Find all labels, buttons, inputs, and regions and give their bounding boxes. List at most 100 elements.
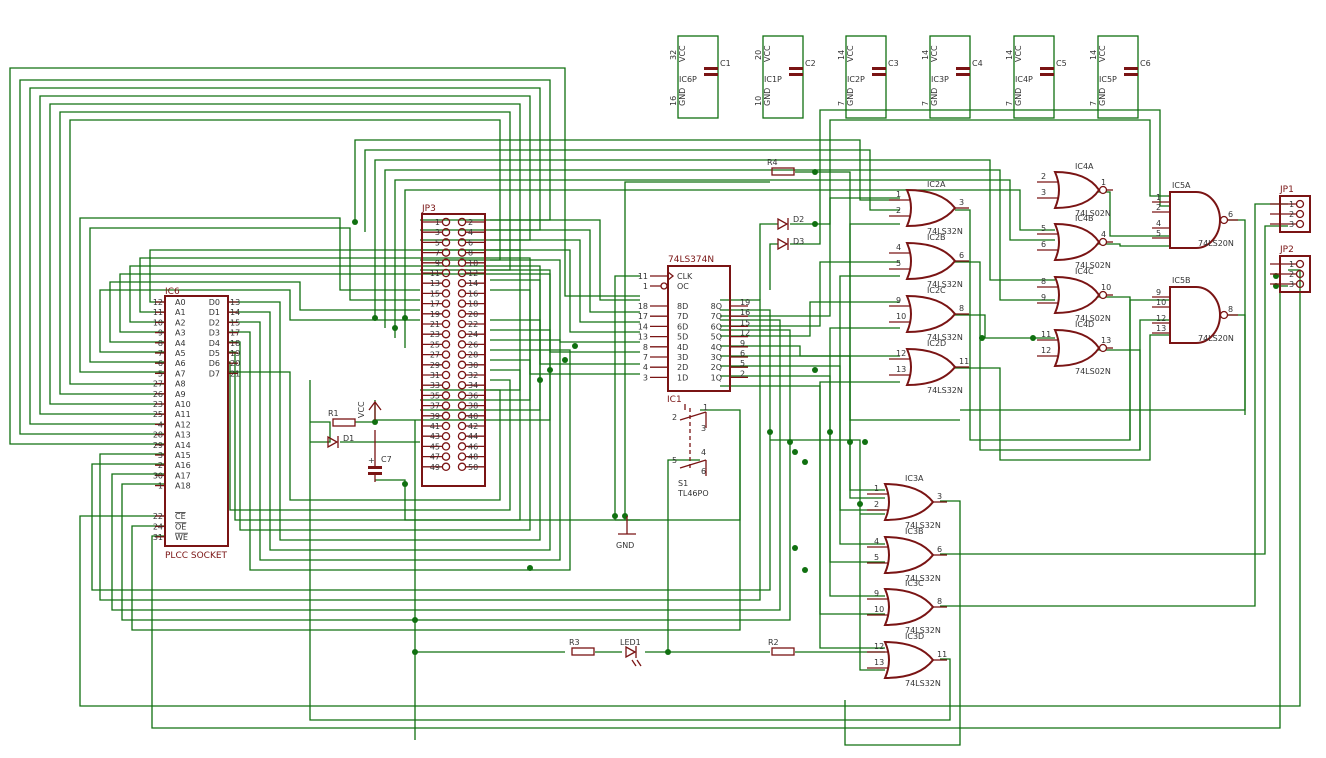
plcc-pin-name: CE [175,512,186,521]
plcc-pin-number: 3 [158,451,163,460]
d2-diode: D2 [777,215,804,231]
gate-pin-in: 4 [1156,219,1161,228]
power-part-name: IC1P [764,75,782,84]
gate-pin-out: 4 [1101,230,1106,239]
ic1-pin-name: 3Q [711,353,722,362]
ic1-pin-name: 8Q [711,302,722,311]
gate-pin-out: 6 [959,251,964,260]
s1-switch: 1 2 3 4 5 6 S1 TL46PO [672,403,709,498]
jp3-pin-number: 12 [468,269,478,278]
plcc-pin-number: 13 [230,298,240,307]
ic1-pin-number: 14 [638,322,648,331]
jp3-pin-number: 31 [430,371,440,380]
gate-name-label: IC5A [1172,181,1191,190]
jp3-pin-number: 45 [430,442,440,451]
gate-type-label: 74LS02N [1075,209,1111,218]
power-vcc-label: VCC [1014,45,1023,62]
s1-name-label: S1 [678,479,688,488]
jp3-pin-number: 34 [468,381,478,390]
plcc-pin-number: 29 [153,441,163,450]
gate-pin-out: 3 [959,198,964,207]
jp3-pin-number: 26 [468,340,478,349]
ic1-pin-number: 17 [638,312,648,321]
plcc-pin-number: 20 [230,359,240,368]
gate-name-label: IC2A [927,180,946,189]
gate-type-label: 74LS32N [927,333,963,342]
ic1-pin-name: 4D [677,343,688,352]
plcc-pin-name: A3 [175,329,186,338]
gate-pin-in: 1 [1156,193,1161,202]
jp3-pin-number: 35 [430,391,440,400]
plcc-pin-number: 8 [158,339,163,348]
s1-pin-6: 6 [701,467,706,476]
ic1-pin-name: 7D [677,312,688,321]
plcc-pin-number: 6 [158,359,163,368]
plcc-pin-number: 25 [153,410,163,419]
plcc-pin-name: A18 [175,482,191,491]
plcc-pin-name: A1 [175,308,186,317]
gate-type-label: 74LS32N [927,280,963,289]
gate-type-label: 74LS32N [905,626,941,635]
r1-resistor: R1 [328,409,356,427]
jp3-pin-number: 32 [468,371,478,380]
ic1-pin-number: 7 [643,353,648,362]
ic1-pin-name: 7Q [711,312,722,321]
gate-pin-a: 8 [1041,277,1046,286]
gate-pin-out: 1 [1101,178,1106,187]
plcc-pin-number: 9 [158,329,163,338]
plcc-pin-name: A13 [175,431,191,440]
ic1-pin-name: OC [677,282,689,291]
gate-pin-out: 6 [1228,210,1233,219]
jp3-pin-number: 8 [468,249,473,258]
gate-pin-out: 8 [937,597,942,606]
ic1-pin-name: CLK [677,272,693,281]
plcc-pin-name: A4 [175,339,186,348]
plcc-pin-number: 1 [158,482,163,491]
jp3-pin-number: 39 [430,412,440,421]
gate-type-label: 74LS32N [927,227,963,236]
plcc-pin-number: 10 [153,318,163,327]
gate-pin-b: 13 [896,365,906,374]
plcc-pin-name: A9 [175,390,186,399]
gate-pin-out: 8 [1228,305,1233,314]
jp3-pin-number: 21 [430,320,440,329]
plcc-pin-number: 21 [230,369,240,378]
jp3-pin-number: 18 [468,300,478,309]
power-gnd-pin: 10 [754,96,763,106]
s1-value-label: TL46PO [677,489,709,498]
junction-dots [352,169,1279,655]
jp3-pin-number: 44 [468,432,478,441]
jp1-header: JP1 [1279,185,1311,233]
gate-pin-a: 12 [874,642,884,651]
power-vcc-pin: 14 [921,50,930,60]
gate-name-label: IC4B [1075,214,1094,223]
power-gnd-pin: 16 [669,96,678,106]
power-gnd-label: GND [763,88,772,106]
s1-pin-1: 1 [703,403,708,412]
jp3-pin-number: 41 [430,422,440,431]
ic1-pin-name: 2D [677,363,688,372]
gate-pin-b: 3 [1041,188,1046,197]
jp3-pin-number: 14 [468,279,478,288]
jp3-pin-number: 43 [430,432,440,441]
ic1-name-label: IC1 [667,395,682,405]
jp3-pin-number: 20 [468,310,478,319]
d3-diode: D3 [777,237,804,251]
plcc-pin-number: 28 [153,431,163,440]
ic1-pin-number: 18 [638,302,648,311]
gate-pin-out: 11 [959,357,969,366]
gate-pin-in: 5 [1156,229,1161,238]
gate-pin-a: 4 [896,243,901,252]
gate-type-label: 74LS20N [1198,239,1234,248]
gate-pin-b: 6 [1041,240,1046,249]
ic1-pin-number: 12 [740,329,750,338]
jp3-pin-number: 23 [430,330,440,339]
gate-pin-in: 9 [1156,288,1161,297]
r4-resistor: R4 [767,158,795,176]
ic1-pin-number: 8 [643,343,648,352]
gate-type-label: 74LS32N [905,574,941,583]
ic1-pin-name: 8D [677,302,688,311]
plcc-pin-number: 18 [230,339,240,348]
